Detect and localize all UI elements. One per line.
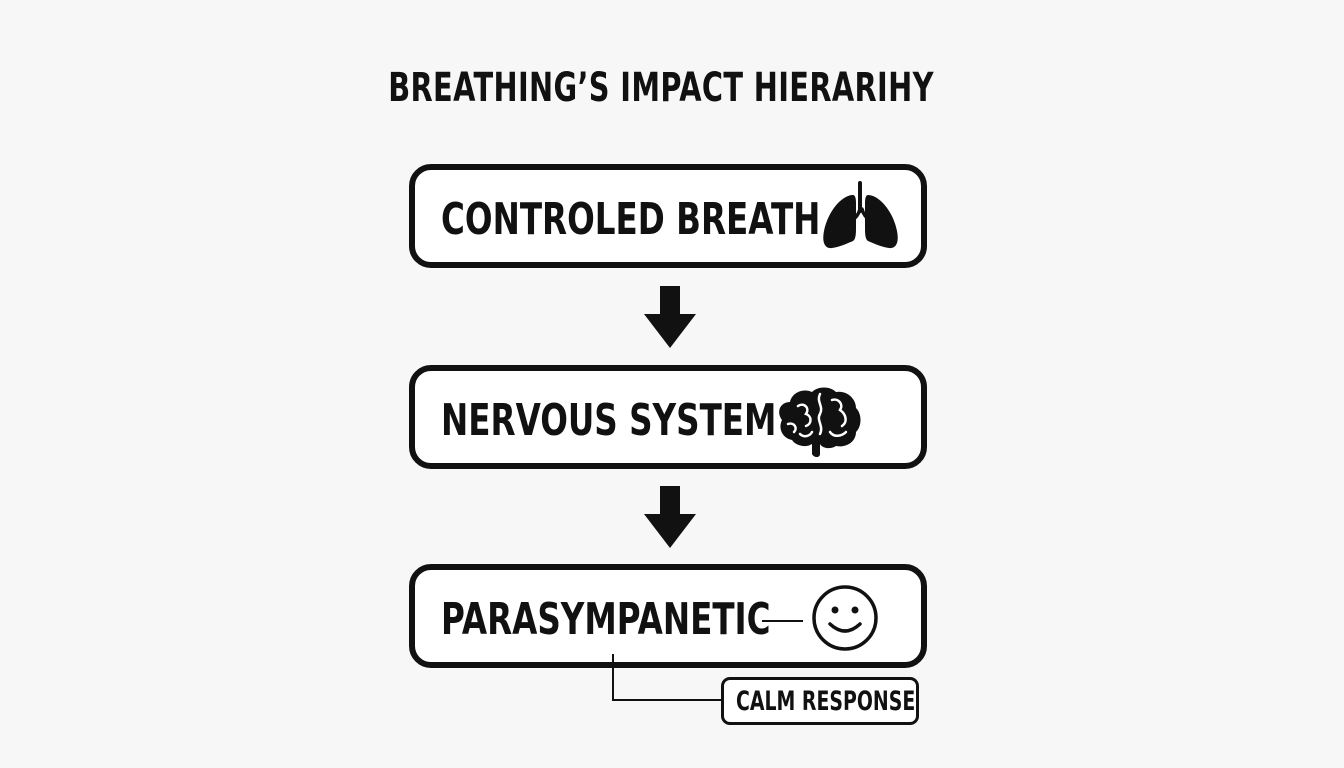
callout-box-calm-response: CALM RESPONSE [721, 677, 919, 725]
step-box-parasympathetic: PARASYMPANETIC [409, 564, 927, 668]
brain-icon [779, 387, 861, 457]
callout-label: CALM RESPONSE [736, 686, 916, 717]
diagram-title: BREATHING’S IMPACT HIERARIHY [388, 65, 934, 111]
step-label-controlled-breath: CONTROLED BREATH [441, 194, 821, 245]
lungs-icon [823, 181, 898, 249]
down-arrow-icon [644, 286, 696, 348]
smiley-face-icon [812, 585, 878, 651]
down-arrow-icon [644, 486, 696, 548]
step-label-parasympathetic: PARASYMPANETIC [441, 594, 771, 645]
step-label-nervous-system: NERVOUS SYSTEM [441, 395, 777, 446]
